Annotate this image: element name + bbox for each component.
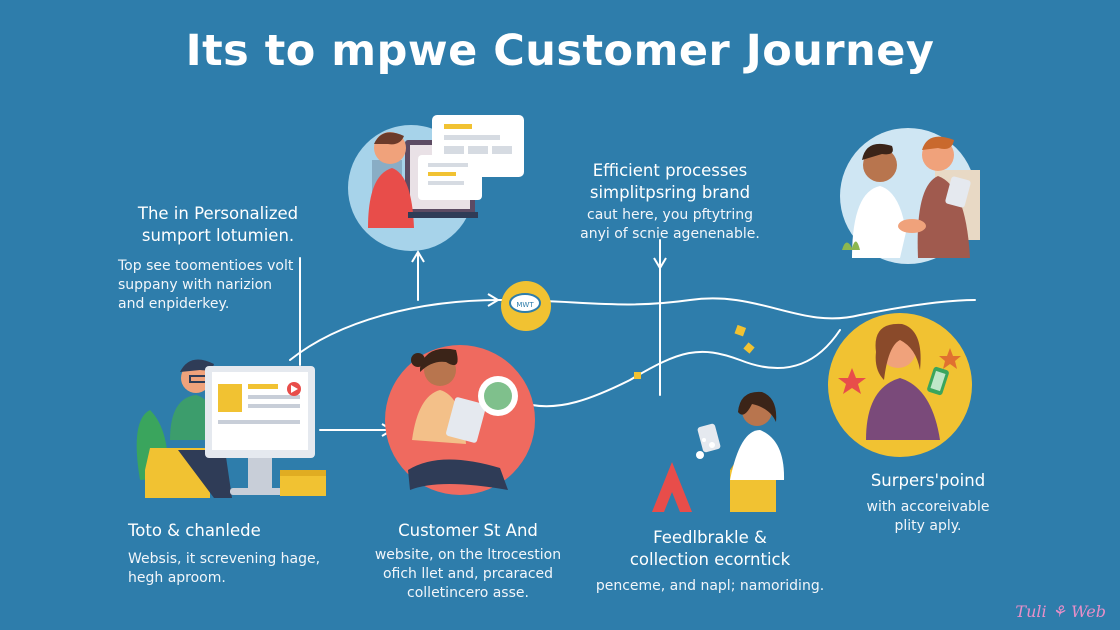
efficient-block: Efficient processes simplitpsring brand … [560,160,780,244]
support-block: Surpers'poind with accoreivable plity ap… [838,470,1018,536]
customer-block: Customer St And website, on the ltrocest… [358,520,578,603]
block-body: hegh aproom. [128,570,226,586]
block-heading: Feedlbrakle & [653,528,767,547]
brand-watermark: Tuli ⚘ Web [1015,602,1106,621]
block-body: colletincero asse. [407,585,529,601]
chat-bubble-icon [501,281,551,331]
arrow-down-icon [653,257,667,270]
block-heading: The in Personalized [137,204,299,223]
block-heading: sumport lotumien. [141,226,295,245]
block-heading: Customer St And [398,521,538,540]
arrow-up-icon [411,250,425,263]
block-body: penceme, and napl; namoriding. [595,578,825,594]
block-body: anyi of scnie agenenable. [580,226,760,242]
block-body: with accoreivable [866,499,990,515]
arrow-right-icon [487,293,500,307]
developer-at-computer-illustration [136,359,326,498]
handshake-illustration [840,128,980,264]
block-heading: Efficient processes [592,161,748,180]
block-body: Top see toomentioes volt [118,258,294,274]
floating-window-illustration [418,155,482,200]
chat-bubble-label: MWT [516,301,534,309]
block-body: ofich llet and, prcaraced [382,566,554,582]
feedback-person-illustration [652,391,785,512]
page-title: Its to mpwe Customer Journey [185,26,935,76]
block-heading: simplitpsring brand [589,183,751,202]
personalized-block: The in Personalized sumport lotumien. [118,203,318,247]
block-heading: collection ecorntick [629,550,791,569]
block-body: website, on the ltrocestion [374,547,562,563]
block-body: plity aply. [894,518,962,534]
touch-block: Toto & chanlede Websis, it screvening ha… [128,520,328,588]
happy-customer-with-phone-illustration [828,313,972,457]
confetti-decoration [634,324,755,379]
block-body: caut here, you pftytring [587,207,753,223]
customer-with-tablet-illustration [385,345,535,495]
feedback-block: Feedlbrakle & collection ecorntick pence… [590,527,830,596]
block-heading: Surpers'poind [870,471,986,490]
block-heading: Toto & chanlede [128,521,261,540]
block-body: and enpiderkey. [118,296,230,312]
personalized-body: Top see toomentioes volt suppany with na… [118,257,318,314]
block-body: Websis, it screvening hage, [128,551,321,567]
journey-path [289,239,976,431]
block-body: suppany with narizion [118,277,273,293]
